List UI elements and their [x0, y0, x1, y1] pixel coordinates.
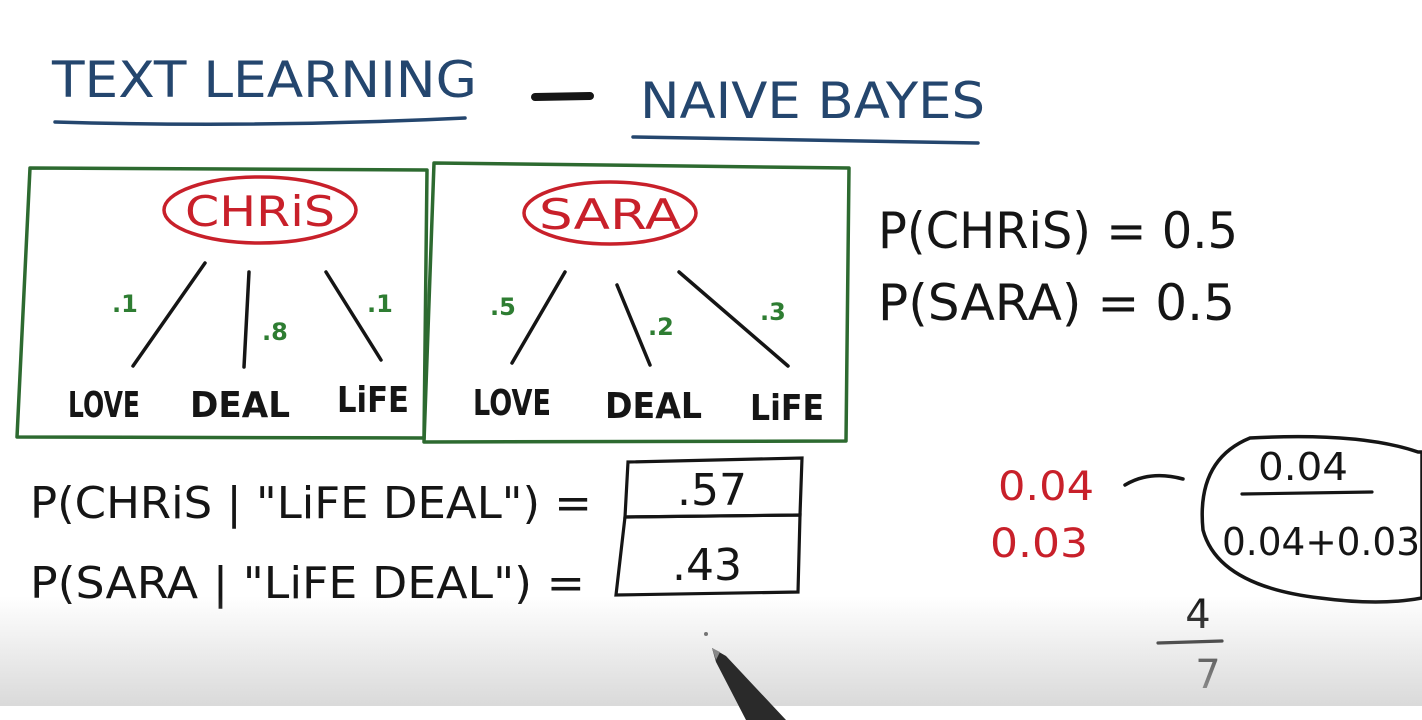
- sara-box: SARA .5 .2 .3 LOVE DEAL LiFE: [422, 161, 851, 444]
- chris-prob-love: .1: [112, 290, 138, 318]
- chris-word-love: LOVE: [68, 385, 140, 426]
- posterior-sara-value: .43: [672, 540, 742, 591]
- posterior-sara-label: P(SARA | "LiFE DEAL") =: [30, 558, 585, 609]
- chris-box: CHRiS .1 .8 .1 LOVE DEAL LiFE: [15, 166, 429, 440]
- sara-prob-love: .5: [490, 293, 516, 321]
- chris-branch-life: [324, 270, 383, 362]
- calc-frac-den: 7: [1195, 652, 1220, 698]
- title-text-learning: TEXT LEARNING: [51, 51, 477, 109]
- sara-branch-love: [510, 270, 567, 365]
- sara-branch-life: [677, 270, 790, 368]
- chris-branch-love: [131, 261, 207, 368]
- title-right-underline: [631, 135, 980, 145]
- calc-frac-num: 4: [1185, 592, 1210, 638]
- chris-ellipse: [162, 175, 358, 245]
- chris-prob-deal: .8: [262, 318, 288, 346]
- sara-box-border: [422, 161, 851, 444]
- calc-small-fraction-bar: [1156, 639, 1224, 645]
- stray-dot: [704, 632, 708, 636]
- prior-sara: P(SARA) = 0.5: [878, 274, 1235, 332]
- chris-word-life: LiFE: [337, 380, 409, 421]
- sara-prob-deal: .2: [648, 313, 674, 341]
- posterior-chris-value: .57: [677, 465, 747, 516]
- title-dash: [531, 92, 594, 101]
- posterior-answer-box-bottom: [614, 513, 802, 597]
- posterior-chris-label: P(CHRiS | "LiFE DEAL") =: [30, 478, 592, 529]
- sara-word-love: LOVE: [473, 383, 551, 424]
- title-left-underline: [53, 116, 467, 126]
- sara-ellipse: [522, 180, 698, 246]
- title-naive-bayes: NAIVE BAYES: [640, 72, 985, 130]
- pen-tip-icon: [712, 648, 786, 720]
- calc-red-top: 0.04: [998, 464, 1094, 510]
- chris-branch-deal: [242, 270, 251, 369]
- calc-fraction-bar: [1240, 490, 1374, 496]
- chris-name: CHRiS: [185, 187, 335, 236]
- sara-prob-life: .3: [760, 298, 786, 326]
- sara-branch-deal: [615, 283, 652, 367]
- sara-word-life: LiFE: [750, 388, 824, 429]
- chris-word-deal: DEAL: [190, 385, 290, 426]
- prior-chris: P(CHRiS) = 0.5: [878, 202, 1238, 260]
- calc-numerator: 0.04: [1258, 445, 1348, 489]
- chris-prob-life: .1: [367, 290, 393, 318]
- sara-word-deal: DEAL: [605, 386, 702, 427]
- sara-name: SARA: [539, 190, 681, 239]
- calc-red-bottom: 0.03: [990, 521, 1088, 567]
- calc-arrow-line: [1123, 473, 1185, 487]
- calc-denominator: 0.04+0.03: [1222, 520, 1420, 564]
